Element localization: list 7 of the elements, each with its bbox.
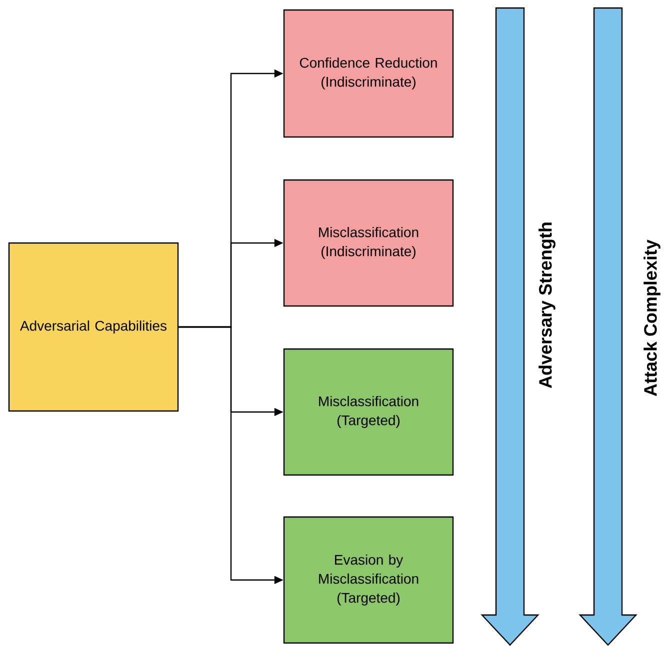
axis-label: Attack Complexity — [644, 240, 660, 396]
attack-box: Evasion by Misclassification (Targeted) — [283, 516, 454, 644]
capability-box: Adversarial Capabilities — [8, 242, 179, 412]
attack-box: Confidence Reduction (Indiscriminate) — [283, 9, 454, 138]
axis-label: Adversary Strength — [538, 222, 556, 388]
attack-box: Misclassification (Indiscriminate) — [283, 179, 454, 307]
attack-box: Misclassification (Targeted) — [283, 348, 454, 476]
